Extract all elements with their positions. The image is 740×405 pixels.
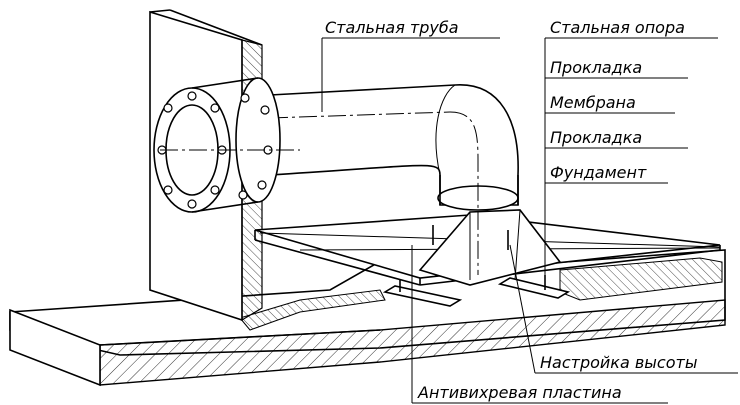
label-steel-pipe: Стальная труба bbox=[325, 18, 459, 37]
labels: Стальная труба Стальная опора Прокладка … bbox=[321, 18, 738, 404]
label-gasket-top: Прокладка bbox=[550, 58, 642, 77]
label-gasket-bottom: Прокладка bbox=[550, 128, 642, 147]
steel-pipe-shape bbox=[269, 84, 519, 275]
label-antivortex-plate: Антивихревая пластина bbox=[417, 383, 622, 402]
label-foundation: Фундамент bbox=[550, 163, 647, 182]
steel-support-shape bbox=[418, 209, 562, 286]
label-height-adjust: Настройка высоты bbox=[540, 353, 697, 372]
label-membrane: Мембрана bbox=[550, 93, 636, 112]
label-steel-support: Стальная опора bbox=[550, 18, 685, 37]
foundation bbox=[239, 257, 723, 331]
flange bbox=[153, 77, 300, 213]
